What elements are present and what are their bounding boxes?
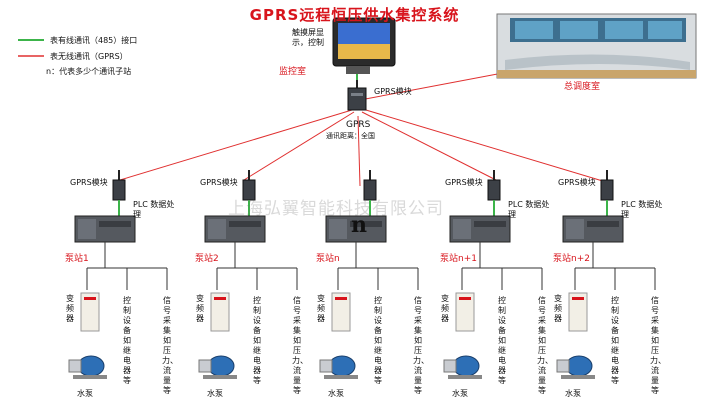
pump-head: [68, 359, 82, 373]
signal-collection-label: 信号采集如压力、流量等: [292, 296, 308, 395]
station-plc-label: PLC 数据处理: [621, 200, 663, 219]
pump-head: [556, 359, 570, 373]
inverter-indicator: [214, 297, 226, 300]
pump-motor: [452, 355, 480, 377]
inverter-label: 变频器: [554, 294, 562, 323]
station-name: 泵站n: [316, 254, 340, 264]
station-gprs-label: GPRS模块: [70, 178, 108, 187]
inverter-label: 变频器: [196, 294, 204, 323]
gprs-device: [487, 179, 501, 201]
gprs-device: [112, 179, 126, 201]
control-device-label: 控制设备如继电器等: [123, 296, 131, 385]
company-watermark: 上海弘翼智能科技有限公司: [228, 199, 444, 219]
pump-base: [324, 375, 358, 379]
station-name: 泵站2: [195, 254, 219, 264]
plc-terminal: [229, 221, 261, 227]
signal-collection-label: 信号采集如压力、流量等: [650, 296, 666, 395]
pump-motor: [565, 355, 593, 377]
dispatch-room-image: [496, 13, 697, 79]
station-plc-label: PLC 数据处理: [508, 200, 550, 219]
station-5-graphics: [556, 170, 656, 379]
signal-collection-label: 信号采集如压力、流量等: [537, 296, 553, 395]
control-device-label: 控制设备如继电器等: [498, 296, 506, 385]
dispatch-room-label: 总调度室: [564, 82, 601, 92]
pump-head: [198, 359, 212, 373]
station-gprs-label: GPRS模块: [558, 178, 596, 187]
center-gprs-module-label: GPRS模块: [374, 87, 412, 96]
plc-module: [329, 219, 347, 239]
diagram-title: GPRS远程恒压供水集控系统: [249, 6, 460, 24]
control-device-label: 控制设备如继电器等: [611, 296, 619, 385]
center-gprs-label: GPRS: [346, 120, 371, 130]
pump-head: [443, 359, 457, 373]
pump-label: 水泵: [77, 389, 93, 398]
legend-n-note: n：代表多少个通讯子站: [46, 67, 132, 76]
inverter-box: [80, 292, 100, 332]
pump-motor: [77, 355, 105, 377]
gprs-device: [600, 179, 614, 201]
inverter-label: 变频器: [441, 294, 449, 323]
inverter-label: 变频器: [317, 294, 325, 323]
center-gprs-device: [347, 80, 367, 111]
pump-label: 水泵: [207, 389, 223, 398]
station-4-graphics: [443, 170, 543, 379]
inverter-box: [331, 292, 351, 332]
pump-label: 水泵: [565, 389, 581, 398]
legend-wired: 表有线通讯（485）接口: [50, 36, 138, 45]
pump-base: [448, 375, 482, 379]
inverter-indicator: [459, 297, 471, 300]
plc-module: [78, 219, 96, 239]
plc-terminal: [587, 221, 619, 227]
plc-terminal: [350, 221, 382, 227]
pump-label: 水泵: [452, 389, 468, 398]
station-1-graphics: [68, 170, 168, 379]
pump-head: [319, 359, 333, 373]
inverter-indicator: [335, 297, 347, 300]
monitor-room-label: 监控室: [279, 67, 307, 77]
legend-wireless: 表无线通讯（GPRS）: [50, 52, 128, 61]
control-device-label: 控制设备如继电器等: [374, 296, 382, 385]
station-gprs-label: GPRS模块: [445, 178, 483, 187]
inverter-box: [210, 292, 230, 332]
signal-collection-label: 信号采集如压力、流量等: [413, 296, 429, 395]
control-device-label: 控制设备如继电器等: [253, 296, 261, 385]
n-symbol: n: [351, 212, 367, 238]
station-plc-label: PLC 数据处理: [133, 200, 175, 219]
station-name: 泵站1: [65, 254, 89, 264]
pump-label: 水泵: [328, 389, 344, 398]
signal-collection-label: 信号采集如压力、流量等: [162, 296, 178, 395]
inverter-indicator: [572, 297, 584, 300]
plc-module: [453, 219, 471, 239]
inverter-label: 变频器: [66, 294, 74, 323]
center-distance-label: 通讯距离：全国: [326, 132, 375, 140]
pump-base: [561, 375, 595, 379]
station-name: 泵站n+2: [553, 254, 590, 264]
pump-base: [203, 375, 237, 379]
inverter-box: [455, 292, 475, 332]
station-gprs-label: GPRS模块: [200, 178, 238, 187]
pump-base: [73, 375, 107, 379]
station-2-graphics: [198, 170, 298, 379]
inverter-indicator: [84, 297, 96, 300]
touch-screen-monitor: [332, 17, 396, 74]
gprs-links: [119, 71, 607, 187]
inverter-box: [568, 292, 588, 332]
station-3-graphics: [319, 170, 419, 379]
station-name: 泵站n+1: [440, 254, 477, 264]
plc-module: [566, 219, 584, 239]
plc-terminal: [474, 221, 506, 227]
pump-motor: [328, 355, 356, 377]
pump-motor: [207, 355, 235, 377]
touch-screen-caption: 触摸屏显示，控制: [292, 28, 324, 47]
plc-module: [208, 219, 226, 239]
plc-terminal: [99, 221, 131, 227]
